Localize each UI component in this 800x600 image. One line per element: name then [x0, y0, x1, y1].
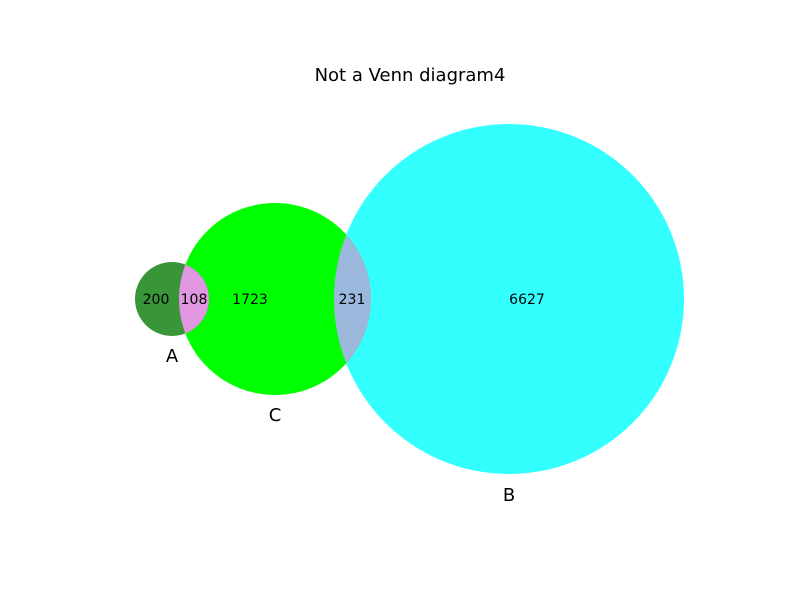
- set-label-c: C: [269, 405, 282, 426]
- region-label-c-only: 1723: [232, 292, 268, 308]
- region-label-c-b: 231: [339, 292, 366, 308]
- region-label-a-c: 108: [181, 292, 208, 308]
- region-label-b-only: 6627: [509, 292, 545, 308]
- set-label-a: A: [166, 346, 179, 367]
- circle-c: [179, 203, 371, 395]
- region-label-a-only: 200: [143, 292, 170, 308]
- circle-b: [334, 124, 684, 474]
- overlap-a-c: [179, 262, 209, 336]
- chart-title: Not a Venn diagram4: [315, 65, 506, 86]
- set-label-b: B: [503, 485, 515, 506]
